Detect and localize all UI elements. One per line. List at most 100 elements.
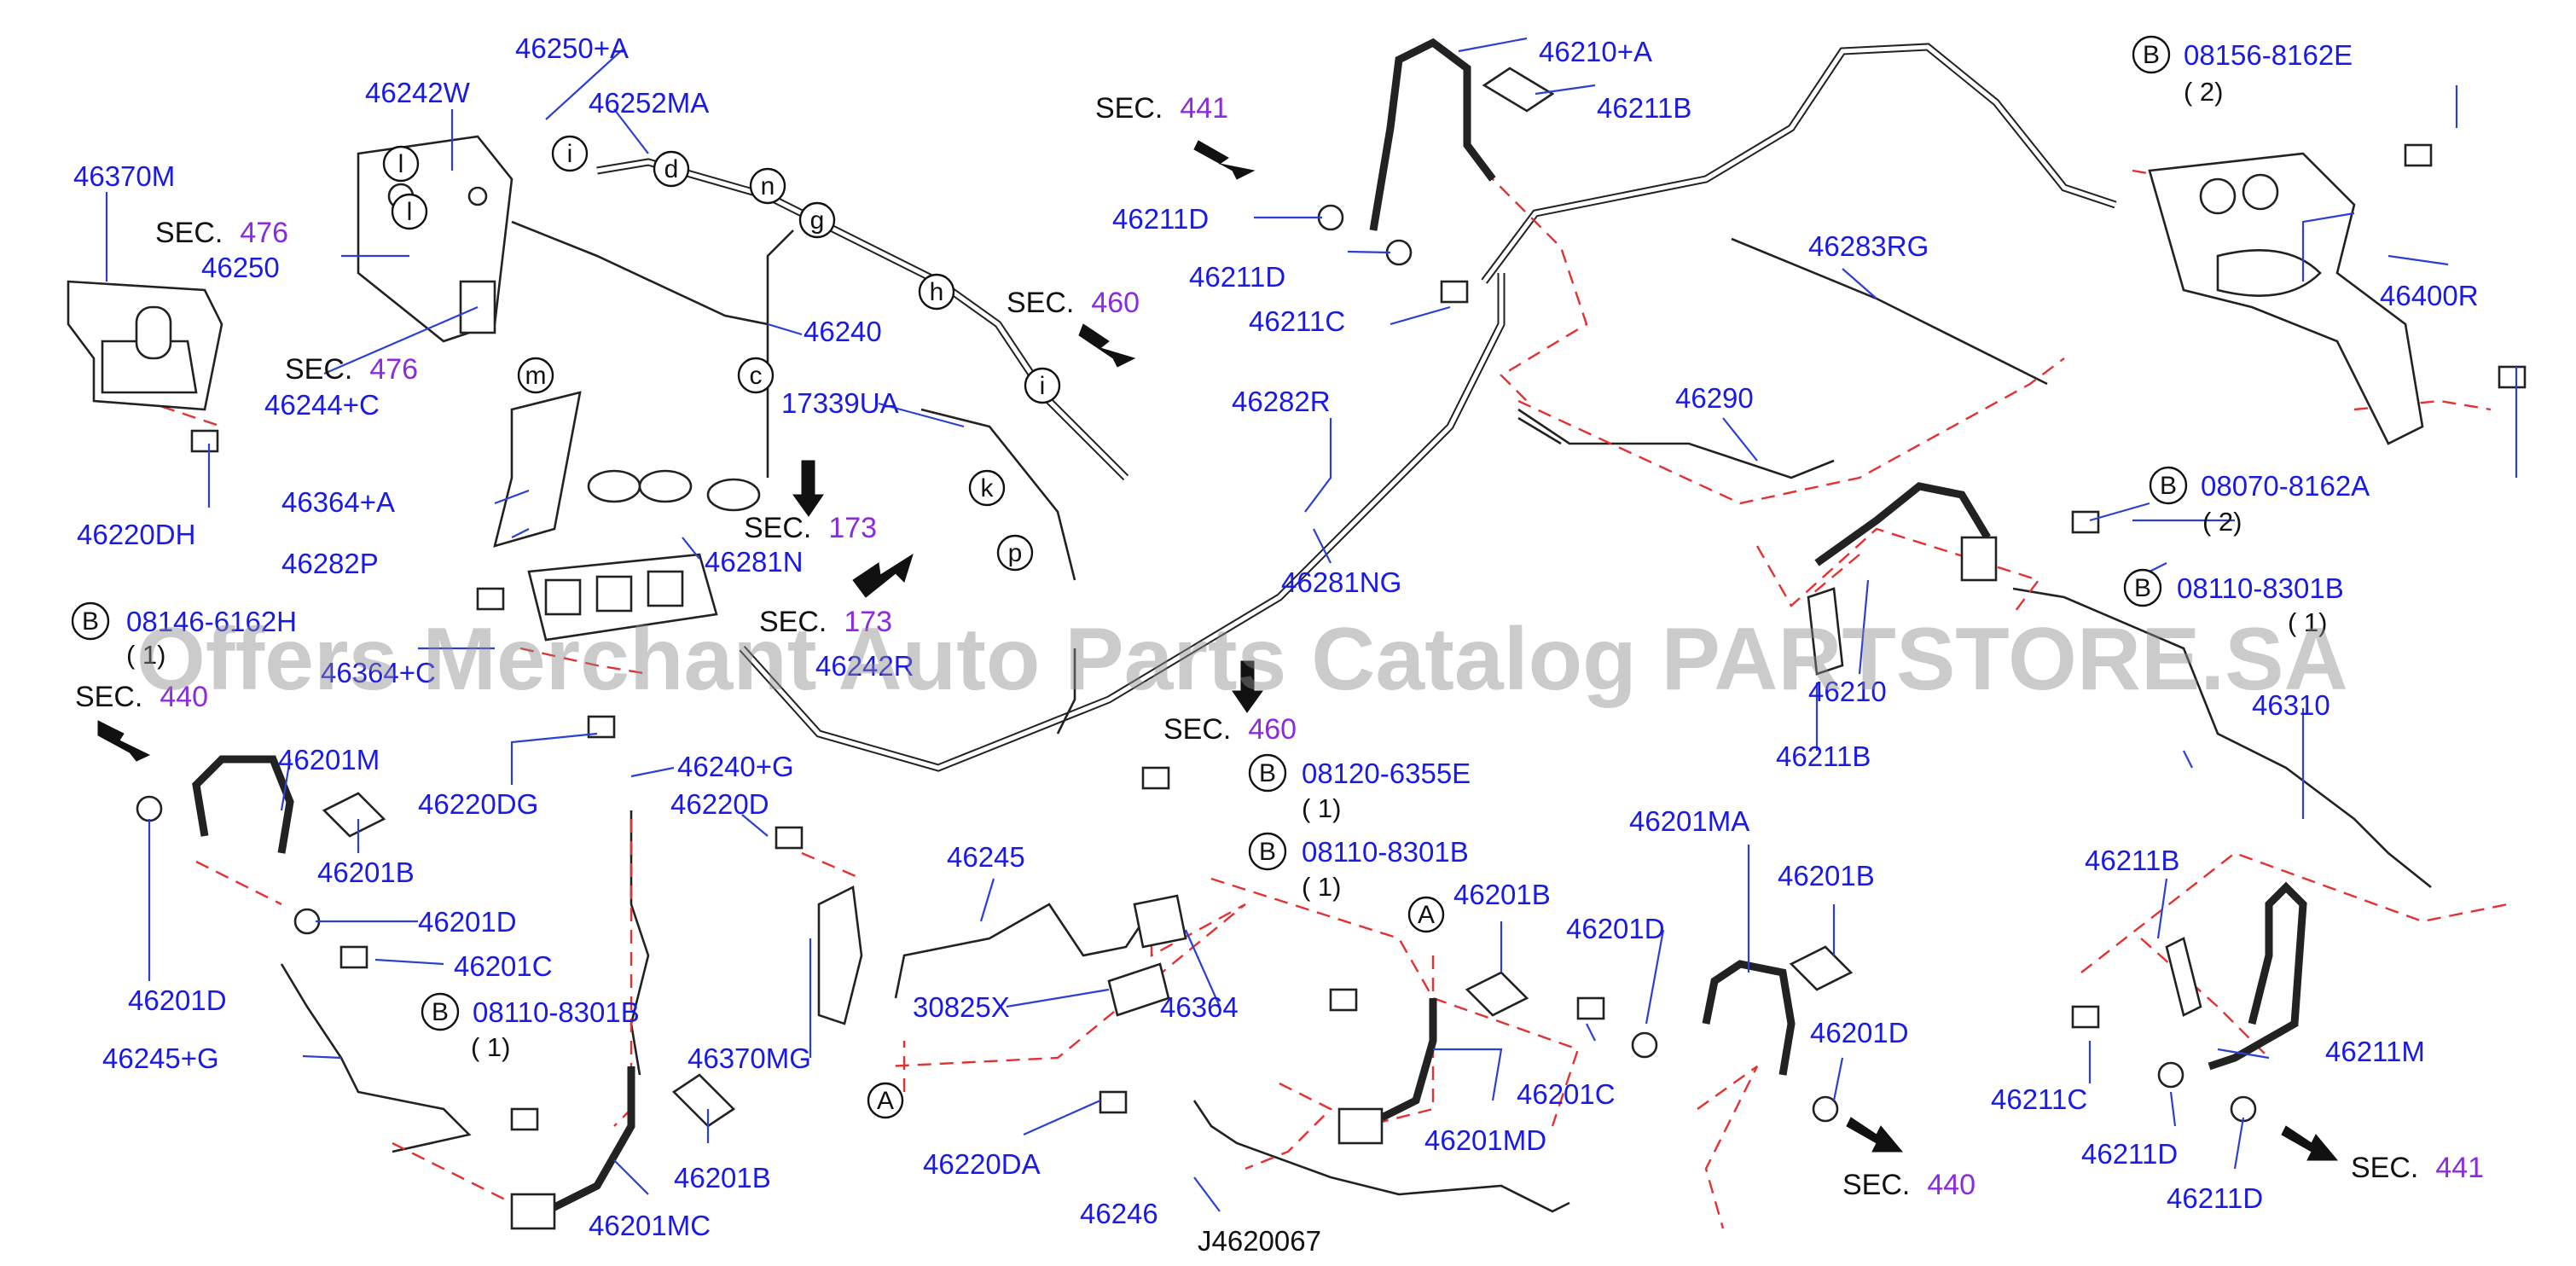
callout-m: m [517,357,554,394]
part-label: 46201D [1810,1017,1909,1048]
svg-text:p: p [1008,539,1023,567]
arrow-sec440-left [97,720,151,762]
part-label: 46211B [1776,740,1871,772]
sec-ref-460-mid: SEC.460 [1163,713,1297,746]
bolt-marker-4: B [71,601,110,641]
callout-l-1: l [382,145,420,183]
sec-ref-173-a: SEC.173 [744,512,877,544]
pedal-bracket-46400r-shape [2148,152,2424,445]
part-label: 46220DA [923,1148,1041,1180]
svg-text:B: B [1259,759,1276,787]
part-label: 46211B [2085,845,2179,876]
part-label: 46201M [278,744,380,775]
bolt-code-1: 08156-8162E [2184,39,2353,71]
svg-text:B: B [2134,574,2151,602]
part-label: 17339UA [781,387,899,419]
part-label: 46240+G [677,751,794,782]
svg-text:k: k [981,474,995,502]
part-label: 46250+A [515,32,629,64]
svg-text:g: g [810,206,825,235]
bolt-qty-2: ( 2) [2202,507,2242,537]
part-label: 46252MA [589,87,709,119]
sec-ref-440-bottom: SEC.440 [1842,1169,1976,1201]
hose-46201ma-shape [1702,960,1796,1076]
part-label: 46201D [128,984,227,1016]
callout-d: d [653,150,690,188]
part-label: 46240 [804,316,882,347]
part-label: 46364 [1160,991,1239,1023]
part-label: 46211D [2167,1182,2263,1214]
part-label: 46201B [1453,879,1551,910]
part-label: 46281NG [1281,566,1401,598]
part-number-labels: 46250+A 46242W 46252MA 46370M 46250 4624… [73,32,2479,1241]
bolt-qty-5: ( 1) [471,1032,511,1062]
part-label: 46211C [1249,305,1345,337]
part-label: 30825X [913,991,1010,1023]
part-label: 46201C [1517,1078,1616,1110]
svg-text:A: A [1418,901,1435,929]
part-label: 46220D [670,788,769,820]
hose-46210-shape [1814,482,1991,566]
svg-text:l: l [398,150,404,178]
callout-l-2: l [391,193,428,230]
callout-p: p [996,534,1034,572]
svg-text:B: B [2143,41,2160,69]
sec-ref-476-b: SEC.476 [285,353,418,386]
hose-46211m-shape [2208,881,2307,1071]
svg-text:B: B [2160,472,2177,500]
part-label: 46201MD [1424,1124,1546,1156]
callout-c: c [737,357,775,394]
svg-text:n: n [761,172,775,200]
svg-text:h: h [930,278,944,306]
bolt-code-2: 08070-8162A [2201,470,2370,502]
bolt-marker-2: B [2149,466,2188,505]
bolt-qty-4: ( 1) [126,640,166,670]
part-label: 46201MC [589,1210,711,1241]
bolt-qty-7: ( 1) [1302,872,1342,902]
part-label: 46290 [1675,382,1754,414]
arrow-sec460-top [1078,323,1136,368]
part-label: 46246 [1080,1198,1158,1229]
svg-text:A: A [877,1087,894,1115]
sec-ref-460-top: SEC.460 [1007,287,1140,319]
callout-n: n [749,167,786,205]
svg-text:d: d [664,155,679,183]
svg-text:m: m [525,362,547,390]
part-label: 46201C [454,950,553,982]
part-label: 46282R [1232,386,1331,417]
part-label: 46201D [418,906,517,938]
callout-g: g [798,201,836,239]
sec-ref-441-bottom: SEC.441 [2351,1152,2484,1184]
hose-46201m-shape [192,755,294,854]
part-label: 46201D [1566,913,1665,944]
part-label: 46201B [1778,860,1875,891]
part-label: 46220DG [418,788,538,820]
svg-text:B: B [1259,838,1276,866]
part-label: 46282P [281,548,379,579]
callout-h: h [918,273,955,311]
bolt-code-3: 08110-8301B [2177,572,2344,604]
callout-k: k [968,469,1006,507]
part-label: 46211B [1597,92,1691,124]
hose-46201md-shape [1379,998,1437,1122]
diagram-code: J4620067 [1198,1225,1321,1257]
bolt-marker-6: B [1248,753,1287,793]
arrow-sec441-bottom [2281,1125,2339,1161]
part-label: 46310 [2252,689,2330,721]
watermark-text: Offers Merchant Auto Parts Catalog PARTS… [136,610,2348,709]
bolt-code-4: 08146-6162H [126,606,297,637]
part-label: 46211D [2081,1138,2178,1170]
part-label: 46211M [2325,1036,2425,1067]
part-label: 46242W [365,77,471,108]
main-brake-pipes [280,43,2432,1213]
part-label: 46283RG [1808,230,1929,262]
part-label: 46370MG [688,1042,811,1074]
callout-i-2: i [1024,367,1061,404]
callout-i-1: i [551,135,589,172]
bolt-qty-3: ( 1) [2288,607,2328,637]
part-label: 46242R [815,650,914,682]
sec-ref-173-b: SEC.173 [759,606,892,638]
bolt-markers: B B B B B B B [71,35,2188,1031]
arrow-sec173-mid [852,553,914,598]
